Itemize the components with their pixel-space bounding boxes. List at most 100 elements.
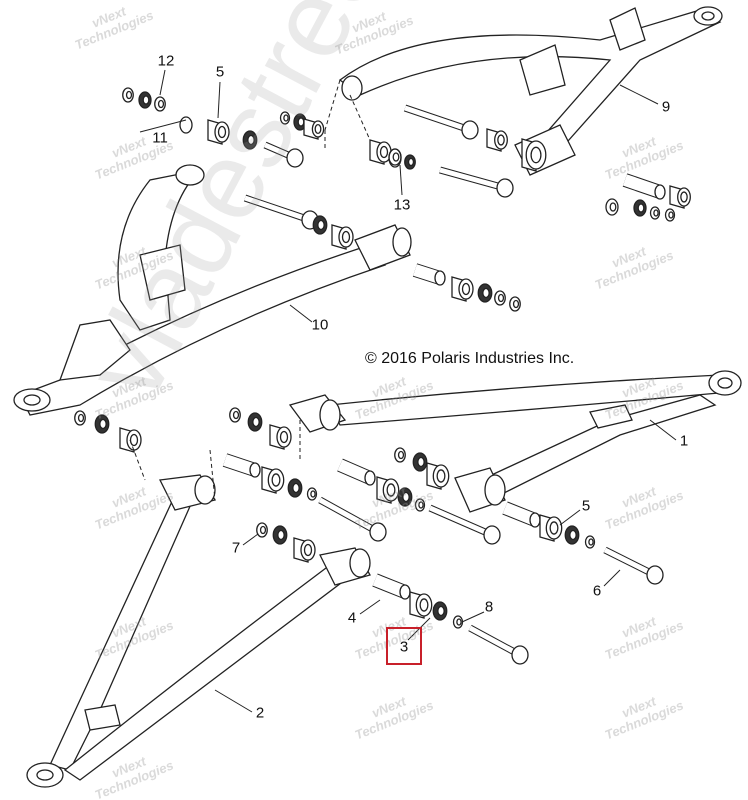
washer-hole <box>392 152 400 162</box>
leader-line <box>619 84 659 105</box>
leader-line <box>289 304 313 323</box>
washer-hole <box>142 95 150 105</box>
bolt-shank <box>429 505 493 538</box>
bushing-bore <box>217 125 227 139</box>
bolt-head <box>511 645 529 665</box>
washer-hole <box>247 134 255 146</box>
washer-hole <box>668 211 674 219</box>
washer-hole <box>125 90 133 100</box>
leader-line <box>139 119 187 133</box>
leader-line <box>399 164 403 196</box>
bolt-head <box>461 120 479 140</box>
washer-hole <box>417 456 425 468</box>
washer-hole <box>609 202 617 212</box>
washer-hole <box>402 491 410 503</box>
callout-8[interactable]: 8 <box>484 598 494 616</box>
washer-hole <box>77 413 85 423</box>
washer-hole <box>283 114 289 122</box>
bushing-bore <box>419 598 429 612</box>
callout-13[interactable]: 13 <box>393 196 411 214</box>
callout-7[interactable]: 7 <box>231 539 241 557</box>
sleeve-end <box>399 584 411 600</box>
bushing-bore <box>530 146 542 164</box>
leader-line <box>559 509 581 526</box>
washer-hole <box>397 450 405 460</box>
washer-hole <box>437 605 445 617</box>
callout-4[interactable]: 4 <box>347 609 357 627</box>
washer-hole <box>569 529 577 541</box>
washer-hole <box>407 157 415 167</box>
bolt-head <box>369 522 387 542</box>
bushing-bore <box>303 543 313 557</box>
washer-hole <box>99 418 107 430</box>
bushing-bore <box>436 469 446 483</box>
sleeve-end <box>654 184 666 200</box>
washer-hole <box>259 525 267 535</box>
bushing-bore <box>497 134 505 146</box>
bushing-bore <box>461 282 471 296</box>
leader-line <box>159 69 166 96</box>
bolt-head <box>286 148 304 168</box>
washer-hole <box>292 482 300 494</box>
bushing-bore <box>680 191 688 203</box>
leader-line <box>359 599 381 615</box>
sleeve <box>623 174 662 198</box>
bushing-bore <box>129 433 139 447</box>
leader-line <box>217 81 221 119</box>
washer-hole <box>418 501 424 509</box>
highlight-box <box>386 627 422 665</box>
copyright-text: © 2016 Polaris Industries Inc. <box>365 350 575 367</box>
bolt-head <box>483 525 501 545</box>
upper-arm-10 <box>13 164 412 416</box>
washer-hole <box>512 299 520 309</box>
callout-6[interactable]: 6 <box>592 582 602 600</box>
washer-hole <box>482 287 490 299</box>
callout-5-lower[interactable]: 5 <box>581 497 591 515</box>
sleeve-end <box>529 512 541 528</box>
sleeve-end <box>249 462 261 478</box>
callout-12[interactable]: 12 <box>157 52 175 70</box>
callout-3[interactable]: 3 <box>399 638 409 656</box>
sleeve-end <box>364 470 376 486</box>
leader-lines <box>129 69 677 713</box>
leader-line <box>407 617 431 641</box>
bolt-shank <box>244 195 311 223</box>
callout-10[interactable]: 10 <box>311 316 329 334</box>
leader-line <box>242 533 259 546</box>
alignment-line <box>209 449 216 501</box>
hardware-parts <box>74 87 691 665</box>
alignment-line <box>349 94 371 141</box>
sleeve-end <box>434 270 446 286</box>
washer-hole <box>317 219 325 231</box>
washer-hole <box>497 293 505 303</box>
bolt-shank <box>318 497 380 535</box>
washer-hole <box>653 209 659 217</box>
bolt-shank <box>439 167 506 191</box>
alignment-line <box>324 79 341 131</box>
leader-line <box>214 689 253 713</box>
washer-hole <box>637 203 645 213</box>
callout-9[interactable]: 9 <box>661 98 671 116</box>
bolt-head <box>646 565 664 585</box>
washer-hole <box>310 490 316 498</box>
circlip <box>179 116 193 134</box>
washer-hole <box>456 618 462 626</box>
bushing-bore <box>549 521 559 535</box>
circlip <box>388 148 402 168</box>
leader-line <box>649 419 677 441</box>
callout-5-upper[interactable]: 5 <box>215 63 225 81</box>
callout-1[interactable]: 1 <box>679 432 689 450</box>
lower-arm-2 <box>26 474 371 788</box>
callout-11[interactable]: 11 <box>152 129 168 147</box>
bolt-shank <box>468 625 522 658</box>
leader-line <box>461 611 485 623</box>
bushing-bore <box>279 430 289 444</box>
callout-2[interactable]: 2 <box>255 704 265 722</box>
washer-hole <box>157 99 165 109</box>
washer-hole <box>252 416 260 428</box>
bushing-bore <box>341 230 351 244</box>
bushing-bore <box>314 123 322 135</box>
washer-hole <box>588 538 594 546</box>
